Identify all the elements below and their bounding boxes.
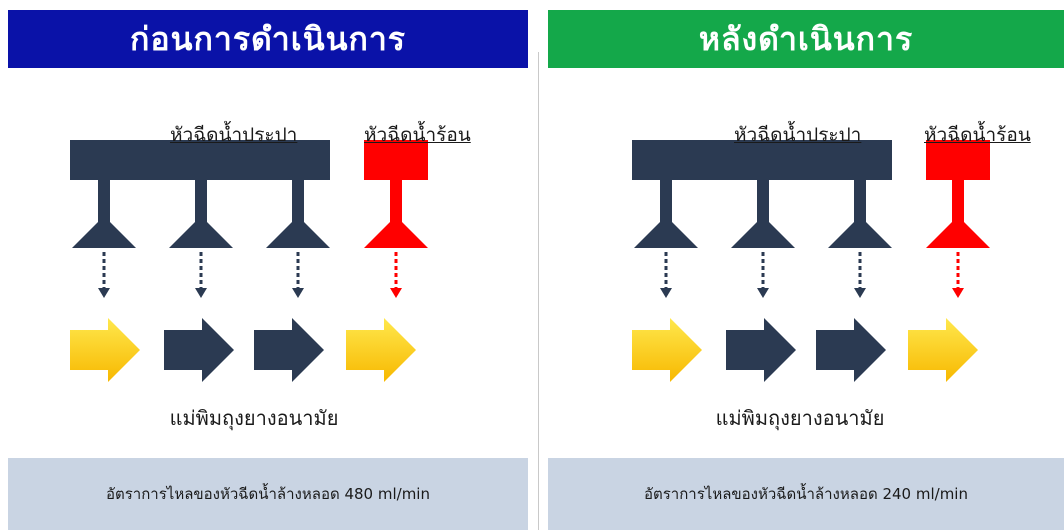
after-cold-nozzle-1 [634, 180, 698, 248]
after-cold-nozzle-2 [731, 180, 795, 248]
before-cold-spray-arrow-2 [195, 252, 207, 298]
after-mould-arrow-1 [632, 318, 702, 382]
panel-divider [538, 52, 539, 530]
after-hot-spray-arrow [952, 252, 964, 298]
after-diagram [548, 0, 1064, 530]
after-mould-arrow-3 [816, 318, 886, 382]
before-cold-nozzle-1 [72, 180, 136, 248]
before-diagram [8, 0, 528, 530]
before-cold-manifold [70, 140, 330, 180]
after-cold-spray-arrow-2 [757, 252, 769, 298]
before-flow-rate: อัตราการไหลของหัวฉีดน้ำล้างหลอด 480 ml/m… [8, 458, 528, 530]
after-hot-nozzle [926, 180, 990, 248]
before-cold-spray-arrow-3 [292, 252, 304, 298]
before-mould-arrow-4 [346, 318, 416, 382]
before-panel: ก่อนการดำเนินการ หัวฉีดน้ำประปา หัวฉีดน้… [8, 0, 528, 530]
after-mould-label: แม่พิมถุงยางอนามัย [715, 406, 885, 430]
after-hot-nozzle-label: หัวฉีดน้ำร้อน [924, 124, 1031, 146]
before-title: ก่อนการดำเนินการ [8, 10, 528, 68]
after-cold-spray-arrow-1 [660, 252, 672, 298]
before-hot-head [364, 140, 428, 180]
before-cold-nozzle-2 [169, 180, 233, 248]
after-panel: หลังดำเนินการ หัวฉีดน้ำประปา หัวฉีดน้ำร้… [548, 0, 1064, 530]
after-flow-rate: อัตราการไหลของหัวฉีดน้ำล้างหลอด 240 ml/m… [548, 458, 1064, 530]
before-mould-arrow-3 [254, 318, 324, 382]
after-cold-nozzle-3 [828, 180, 892, 248]
after-title: หลังดำเนินการ [548, 10, 1064, 68]
after-hot-head [926, 140, 990, 180]
after-mould-arrow-4 [908, 318, 978, 382]
before-mould-label: แม่พิมถุงยางอนามัย [169, 406, 339, 430]
before-mould-arrow-2 [164, 318, 234, 382]
after-cold-manifold [632, 140, 892, 180]
after-cold-spray-arrow-3 [854, 252, 866, 298]
before-cold-nozzle-3 [266, 180, 330, 248]
after-mould-arrow-2 [726, 318, 796, 382]
before-hot-spray-arrow [390, 252, 402, 298]
before-cold-spray-arrow-1 [98, 252, 110, 298]
after-cold-nozzle-label: หัวฉีดน้ำประปา [734, 124, 862, 146]
before-hot-nozzle [364, 180, 428, 248]
before-cold-nozzle-label: หัวฉีดน้ำประปา [170, 124, 298, 146]
before-mould-arrow-1 [70, 318, 140, 382]
before-hot-nozzle-label: หัวฉีดน้ำร้อน [364, 124, 471, 146]
